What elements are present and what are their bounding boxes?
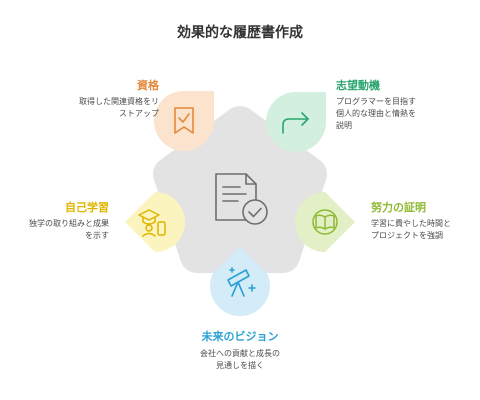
vision-label: 未来のビジョン [201,330,279,343]
student-icon [138,209,166,237]
diagram-title: 効果的な履歴書作成 [177,25,303,41]
effort-label: 努力の証明 [371,201,426,214]
motivation-label: 志望動機 [336,79,380,92]
qualifications-desc: 取得した関連資格をリ ストアップ [79,97,159,118]
arrow-return-icon [282,112,309,134]
book-icon [312,209,338,235]
self-study-desc: 独学の取り組みと成果 を示す [29,219,109,240]
telescope-icon [227,267,256,297]
motivation-petal [266,92,326,152]
effort-desc: 学習に費やした時間と プロジェクトを強調 [371,219,451,240]
self-study-label: 自己学習 [65,201,109,214]
certificate-icon [174,107,194,134]
document-check-icon [215,173,268,225]
qualifications-label: 資格 [137,79,159,92]
motivation-desc: プログラマーを目指す 個人的な理由と情熱を 説明 [336,97,416,130]
vision-desc: 会社への貢献と成長の 見通しを描く [200,349,280,370]
